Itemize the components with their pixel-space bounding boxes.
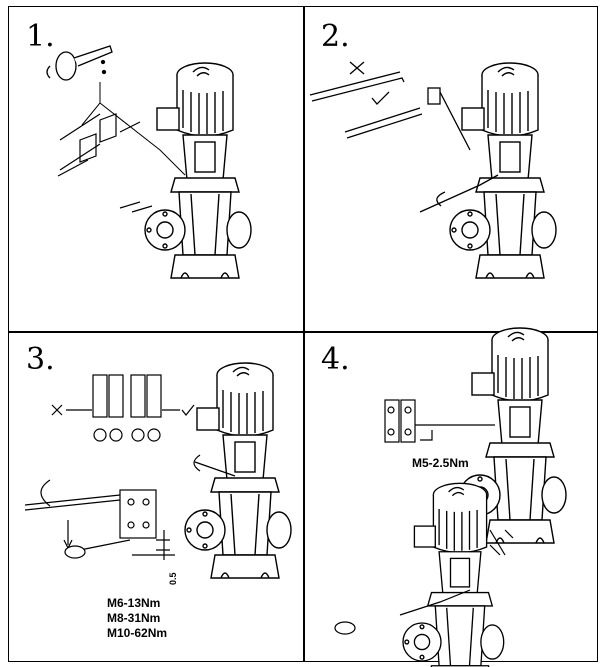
panel-3-illustration: 0.5	[24, 362, 292, 585]
check-mark-icon	[371, 91, 390, 105]
step-number-4: 4.	[321, 342, 350, 377]
check-mark-icon	[181, 404, 195, 416]
panel-1-illustration	[46, 45, 252, 279]
step-number-1: 1.	[26, 19, 55, 54]
dimension-label: 0.5	[168, 572, 178, 585]
grid-divider-horizontal	[8, 331, 598, 333]
torque-spec-m5: M5-2.5Nm	[412, 456, 469, 470]
panel-2-illustration	[309, 61, 557, 279]
step-number-2: 2.	[321, 19, 350, 54]
torque-spec-m6: M6-13Nm	[107, 596, 161, 610]
wrong-mark-icon	[51, 404, 63, 416]
oil-can-icon	[46, 45, 113, 81]
grid-divider-vertical	[303, 6, 305, 662]
wrong-mark-icon	[349, 61, 365, 75]
torque-spec-m8: M8-31Nm	[107, 611, 161, 625]
panel-4-illustration	[334, 327, 567, 667]
step-number-3: 3.	[26, 342, 55, 377]
torque-spec-m10: M10-62Nm	[107, 626, 168, 640]
